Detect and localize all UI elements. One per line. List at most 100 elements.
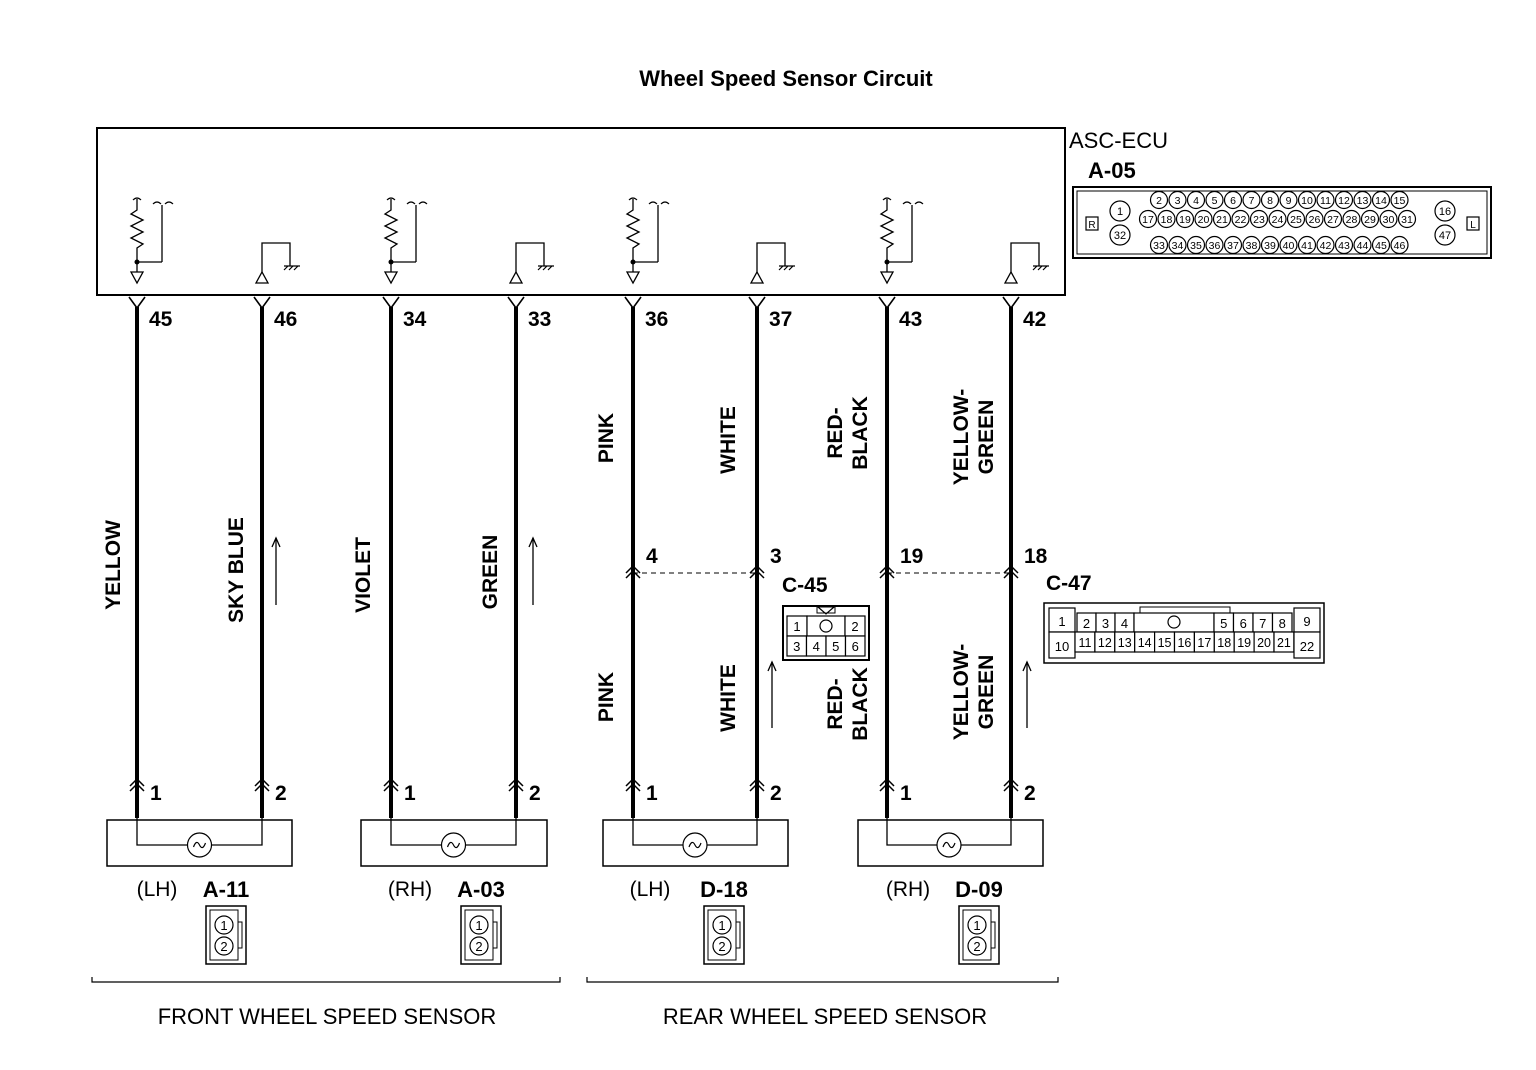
wire-color-text: BLACK [849, 667, 872, 741]
ecu-pin-circle [1279, 235, 1298, 255]
wire-color-text: RED- [824, 407, 847, 458]
ecu-pin-circle [1297, 235, 1317, 255]
sensor-pin-circle [469, 915, 489, 935]
ecu-pin: 3 [1175, 195, 1181, 207]
wire-color-label: GREEN [479, 535, 502, 610]
wire-color-text: GREEN [975, 655, 998, 730]
ecu-input-triangle [879, 271, 895, 285]
ecu-pin-circle [1286, 209, 1306, 229]
ecu-pin-circle [1231, 209, 1250, 229]
connector-chevron [508, 777, 524, 787]
connector-chevron [749, 782, 765, 792]
ecu-pin-circle [1360, 209, 1380, 229]
ecu-pin-circle [1149, 235, 1169, 255]
ecu-pin-number: 45 [149, 308, 173, 331]
ecu-pin-terminal [382, 296, 400, 310]
ecu-pin-number: 36 [645, 308, 668, 331]
sensor-connector-face [958, 905, 1000, 965]
sensor-connector-latch [735, 921, 741, 949]
wire-color-label: VIOLET [352, 537, 375, 613]
wire-color-label: YELLOW-GREEN [950, 644, 998, 740]
c47-pin: 1 [1058, 614, 1065, 629]
ground-icon [778, 265, 795, 271]
ecu-symbol [628, 197, 638, 201]
ecu-symbol [406, 201, 428, 205]
ecu-pin-circle [1205, 235, 1224, 255]
ecu-output-triangle [508, 270, 524, 284]
connector-chevron [879, 569, 895, 579]
ground-icon [283, 265, 300, 271]
ecu-pin-circle [1342, 209, 1361, 229]
ecu-pin-circle [1334, 235, 1354, 255]
sensor-face-pin: 2 [475, 939, 482, 954]
connector-chevron [508, 782, 524, 792]
ecu-pin-number: 34 [403, 308, 427, 331]
wire-color-text: GREEN [975, 400, 998, 475]
ecu-pin-32: 32 [1114, 230, 1126, 242]
ecu-pin: 37 [1227, 240, 1239, 252]
ecu-pin: 23 [1253, 214, 1265, 226]
ecu-pin-circle [1186, 235, 1206, 255]
ecu-pin: 12 [1338, 195, 1350, 207]
wire-color-text: VIOLET [352, 537, 375, 613]
pullup-resistor [879, 199, 895, 262]
wire-color-label: YELLOW-GREEN [950, 389, 998, 485]
sensor-pin-circle [214, 915, 234, 935]
ecu-pin: 24 [1272, 214, 1284, 226]
ecu-pin-circle [1242, 235, 1261, 255]
c47-pin-cell [1293, 631, 1321, 659]
ecu-pin-circle [1175, 209, 1195, 229]
ecu-pin: 21 [1216, 214, 1228, 226]
sensor-connector-id: A-11 [203, 877, 249, 902]
ecu-symbol [1010, 242, 1040, 272]
ecu-pin: 5 [1212, 195, 1218, 207]
ecu-pin-circle [1390, 235, 1409, 255]
side-r-label: R [1088, 220, 1095, 231]
ecu-pin-circle [1260, 235, 1280, 255]
sensor-pin-circle [967, 915, 987, 935]
ecu-pin-circle [1223, 235, 1243, 255]
ecu-pin-circle [1249, 209, 1269, 229]
c47-pin: 16 [1177, 636, 1191, 650]
ecu-pin-circle [1305, 209, 1324, 229]
ecu-pin-circle [1168, 190, 1187, 210]
c47-pin: 8 [1279, 616, 1286, 631]
ecu-symbol [648, 201, 670, 205]
sensor-connector-id: D-09 [955, 877, 1003, 902]
pullup-resistor [625, 199, 641, 262]
ecu-pin: 2 [1156, 195, 1162, 207]
ecu-pin-circle [1379, 209, 1398, 229]
c45-pin: 2 [851, 619, 858, 634]
sensor-side-label: (RH) [388, 878, 432, 901]
pullup-resistor [129, 199, 145, 262]
sensor-pin-number: 1 [404, 782, 416, 805]
sensor-side-label: (RH) [886, 878, 930, 901]
ecu-pin-circle [1316, 235, 1335, 255]
connector-chevron [383, 777, 399, 787]
ecu-pin-circle [1353, 235, 1372, 255]
c47-pin: 17 [1197, 636, 1211, 650]
ecu-pin: 45 [1375, 240, 1387, 252]
sensor-pin-circle [967, 936, 987, 956]
ecu-pin: 7 [1249, 195, 1255, 207]
c47-pin: 20 [1257, 636, 1271, 650]
connector-chevron [1003, 569, 1019, 579]
connector-chevron [749, 777, 765, 787]
rear-group-brace [586, 977, 1059, 983]
sensor-box [106, 819, 293, 867]
sensor-connector-face [205, 905, 247, 965]
ecu-pin-terminal [878, 296, 896, 310]
ecu-pin-circle [1194, 209, 1213, 229]
ecu-output-triangle [1003, 270, 1019, 284]
ecu-pin: 36 [1209, 240, 1221, 252]
c45-pin: 4 [813, 639, 820, 654]
c47-pin-cell [1048, 607, 1076, 633]
ecu-input-triangle [625, 271, 641, 285]
c47-pin: 3 [1102, 616, 1109, 631]
ecu-pin: 26 [1309, 214, 1321, 226]
c47-pin: 18 [1217, 636, 1231, 650]
ecu-pin: 19 [1179, 214, 1191, 226]
ecu-pin-circle [1149, 190, 1169, 210]
